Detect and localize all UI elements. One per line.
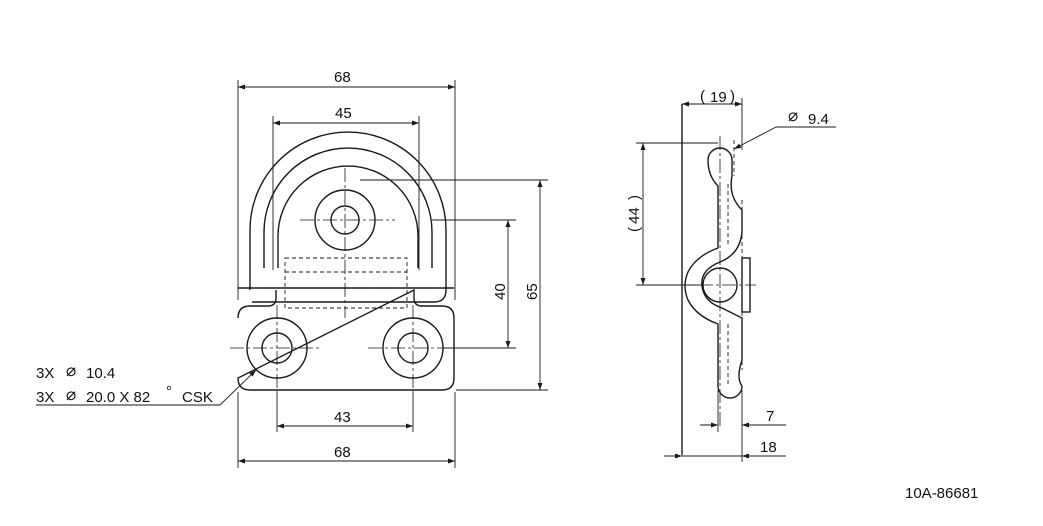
dim-19-close-paren: ) xyxy=(730,88,735,105)
hole-note: 3X ⌀ 10.4 3X ⌀ 20.0 X 82 ° CSK xyxy=(36,361,213,406)
dim-68-bottom: 68 xyxy=(334,444,351,461)
dim-40: 40 xyxy=(492,283,509,300)
hole-note-line2-value: 20.0 X 82 xyxy=(86,389,150,406)
hidden-hinge-pin xyxy=(284,257,408,309)
dim-68-top: 68 xyxy=(334,69,351,86)
dim-65: 65 xyxy=(524,283,541,300)
side-view-dimensions: ( 19 ) ⌀ 9.4 ( 44 ) 7 18 xyxy=(626,88,836,462)
diameter-symbol-icon: ⌀ xyxy=(788,106,798,126)
part-number: 10A-86681 xyxy=(905,485,978,502)
d-ring-outer-outline xyxy=(249,131,447,303)
bail-outline xyxy=(684,147,743,399)
hole-note-line1-value: 10.4 xyxy=(86,365,115,382)
diameter-symbol-icon: ⌀ xyxy=(66,361,76,381)
dim-44-open-paren: ( xyxy=(626,227,643,232)
degree-symbol: ° xyxy=(166,383,172,400)
dim-7: 7 xyxy=(766,408,774,425)
dim-44: 44 xyxy=(626,207,643,224)
hole-note-line1-prefix: 3X xyxy=(36,365,54,382)
dim-18: 18 xyxy=(760,439,777,456)
dim-45: 45 xyxy=(335,105,352,122)
dim-19-open-paren: ( xyxy=(700,88,705,105)
hole-note-line2-prefix: 3X xyxy=(36,389,54,406)
d-ring-inner-arc xyxy=(277,165,419,268)
side-view xyxy=(676,104,756,455)
diameter-symbol-icon: ⌀ xyxy=(66,385,76,405)
hole-note-line2-suffix: CSK xyxy=(182,389,213,406)
dim-44-close-paren: ) xyxy=(626,195,643,200)
front-view xyxy=(230,131,460,392)
front-view-dimensions: 68 45 65 40 43 68 xyxy=(36,69,548,468)
d-ring-inner-outline xyxy=(263,147,433,268)
mounting-plate-outline xyxy=(237,288,455,391)
dim-19: 19 xyxy=(710,89,727,106)
dim-9-4: 9.4 xyxy=(808,111,829,128)
dim-43: 43 xyxy=(334,409,351,426)
